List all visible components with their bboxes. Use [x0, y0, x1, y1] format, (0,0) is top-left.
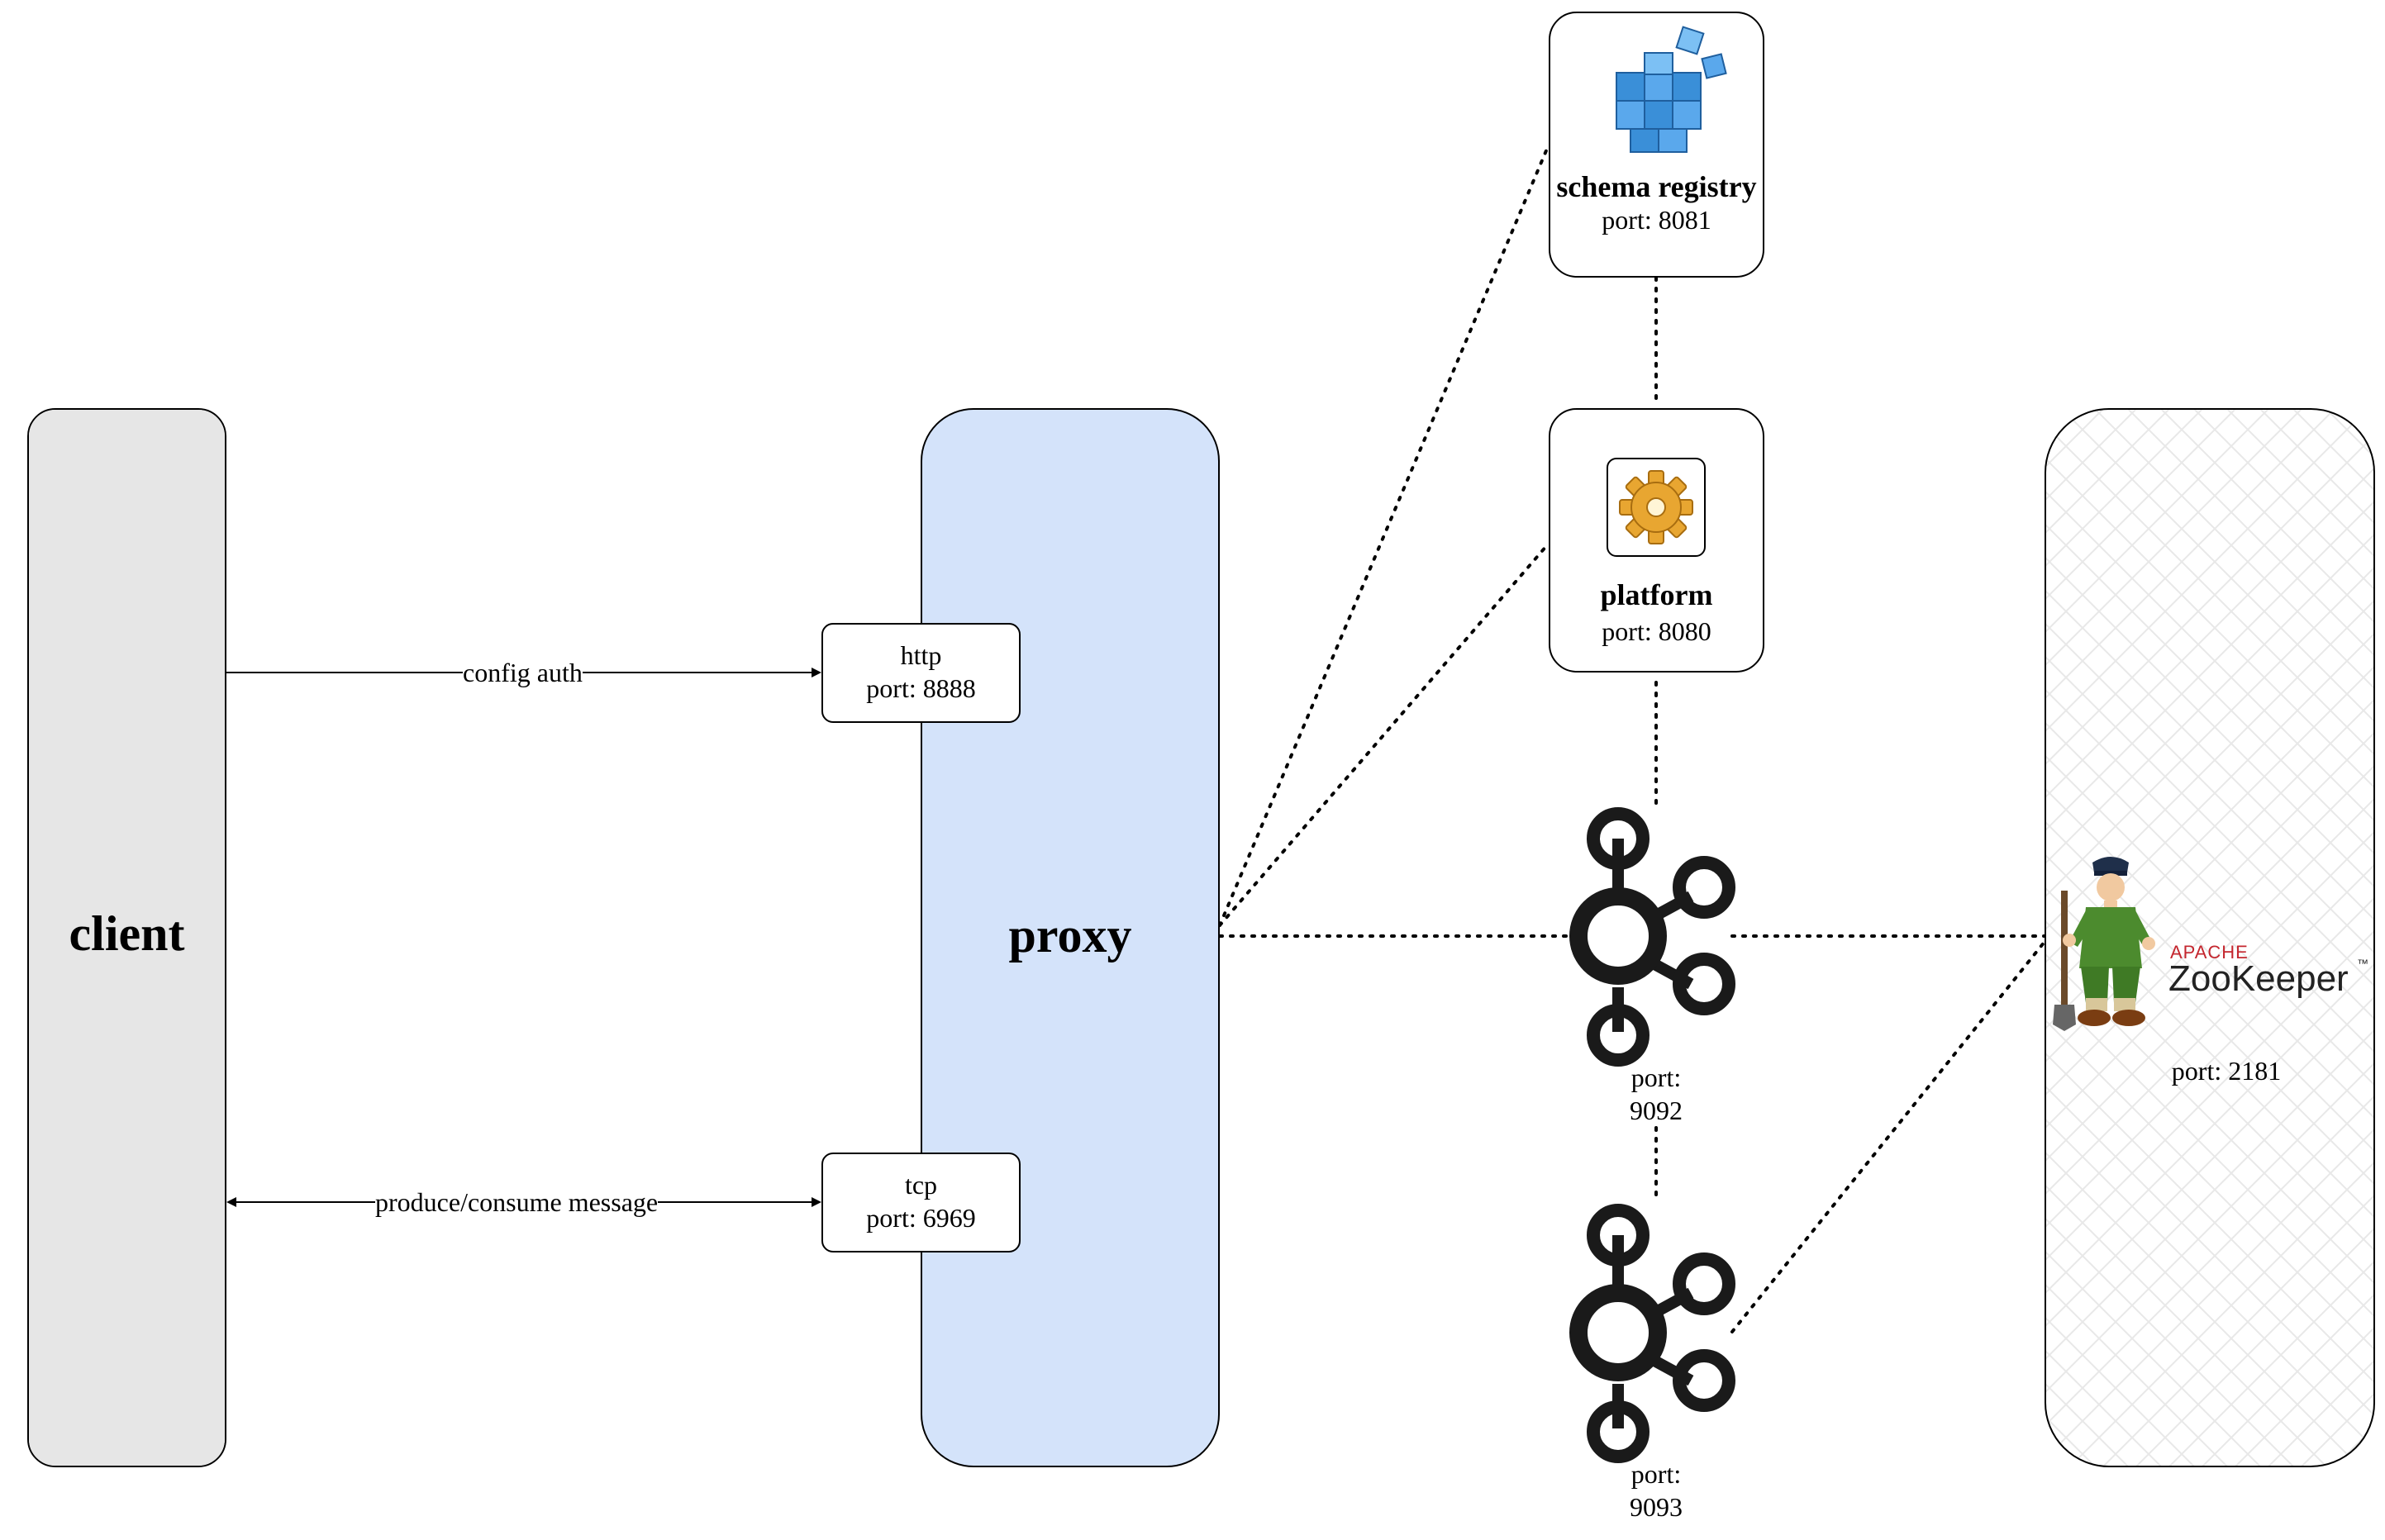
zookeeper-brand-top: APACHE	[2170, 942, 2249, 962]
platform-name: platform	[1600, 578, 1713, 611]
gear-icon	[1619, 470, 1693, 544]
schema-registry-name: schema registry	[1556, 170, 1757, 203]
tcp-port-node	[821, 1153, 1021, 1252]
schema-registry-port: port: 8081	[1602, 205, 1711, 235]
http-port-node	[821, 623, 1021, 723]
kafka-icon	[1569, 807, 1735, 1067]
edge-kafka2-zookeeper	[1730, 940, 2046, 1333]
config-auth-label: config auth	[463, 658, 583, 687]
zookeeper-port: port: 2181	[2171, 1056, 2282, 1086]
zookeeper-mascot-icon	[2053, 857, 2155, 1031]
produce-consume-label: produce/consume message	[375, 1187, 659, 1217]
http-protocol: http	[900, 640, 942, 670]
zookeeper-node	[2045, 408, 2375, 1467]
tcp-protocol: tcp	[904, 1170, 938, 1200]
edge-proxy-platform	[1218, 544, 1549, 927]
kafka-1-port-value: 9092	[1630, 1096, 1683, 1125]
zookeeper-trademark: ™	[2357, 957, 2368, 970]
platform-port: port: 8080	[1602, 616, 1711, 646]
proxy-node	[921, 408, 1220, 1467]
tcp-port: port: 6969	[866, 1203, 976, 1233]
http-port: port: 8888	[866, 673, 976, 703]
client-label: client	[69, 906, 185, 961]
kafka-2-port-value: 9093	[1630, 1492, 1683, 1522]
cube-stack-icon	[1616, 26, 1727, 153]
client-node	[27, 408, 226, 1467]
kafka-1-port-label: port:	[1630, 1062, 1682, 1092]
zookeeper-brand-name: ZooKeeper	[2168, 958, 2349, 999]
gear-icon-frame	[1607, 458, 1706, 557]
edge-proxy-schema	[1218, 147, 1549, 927]
kafka-2-port-label: port:	[1630, 1459, 1682, 1489]
kafka-icon	[1569, 1204, 1735, 1463]
proxy-label: proxy	[1008, 908, 1132, 962]
zookeeper-pattern	[2046, 409, 2373, 1466]
client-fill	[29, 410, 225, 1466]
